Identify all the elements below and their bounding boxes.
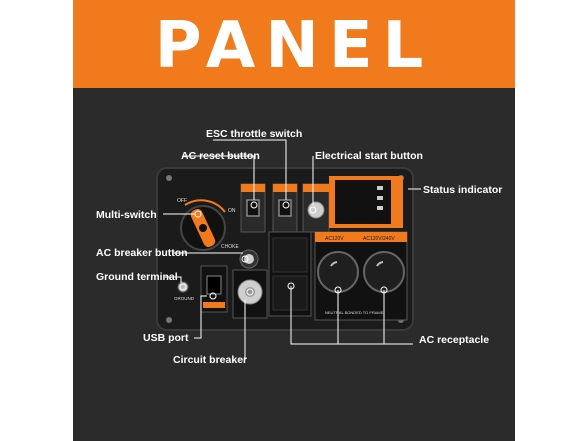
ground-label: GROUND (174, 296, 195, 301)
switch-label-choke: CHOKE (221, 244, 239, 250)
display-icon (377, 206, 383, 210)
product-image: PANEL OFF ON CHOKE (73, 0, 515, 441)
ground-terminal-icon (177, 281, 189, 293)
label-neutral-bonded: NEUTRAL BONDED TO FRAME (325, 310, 384, 315)
switch-label-off: OFF (177, 198, 187, 204)
banner-title: PANEL (154, 9, 434, 83)
callout-ground-terminal: Ground terminal (96, 271, 178, 283)
rocker-label-strip (241, 184, 265, 192)
rocker-label-strip (303, 184, 329, 192)
label-ac120v: AC120V (325, 236, 344, 242)
callout-ac-reset-button: AC reset button (181, 150, 260, 162)
callout-status-indicator: Status indicator (423, 184, 503, 196)
ac-receptacle-240v (363, 251, 405, 293)
receptacle-cover-bottom (272, 275, 308, 311)
callout-usb-port: USB port (143, 332, 189, 344)
callout-esc-throttle-switch: ESC throttle switch (206, 128, 303, 140)
callout-ac-receptacle: AC receptacle (419, 334, 490, 346)
usb-port (206, 275, 222, 295)
ac-breaker-button (244, 254, 254, 264)
callout-multi-switch: Multi-switch (96, 209, 157, 221)
panel-illustration: OFF ON CHOKE GROUND (156, 139, 421, 360)
screw-icon (166, 175, 172, 181)
label-ac120-240v: AC120V/240V (363, 236, 395, 242)
ac-receptacle-120v (317, 251, 359, 293)
receptacle-label-strip (315, 232, 407, 242)
callout-circuit-breaker: Circuit breaker (173, 354, 248, 366)
usb-label-strip (203, 302, 225, 308)
switch-label-on: ON (228, 208, 236, 214)
receptacle-cover-top (272, 237, 308, 273)
callout-ac-breaker-button: AC breaker button (96, 247, 188, 259)
display-icon (377, 186, 383, 190)
title-banner: PANEL (73, 0, 515, 88)
multi-switch-knob-center (199, 224, 207, 232)
callout-electrical-start-button: Electrical start button (315, 150, 423, 162)
multi-switch-arc (184, 199, 226, 213)
display-icon (377, 196, 383, 200)
rocker-label-strip (273, 184, 297, 192)
screw-icon (166, 317, 172, 323)
callout-lines (163, 139, 421, 360)
